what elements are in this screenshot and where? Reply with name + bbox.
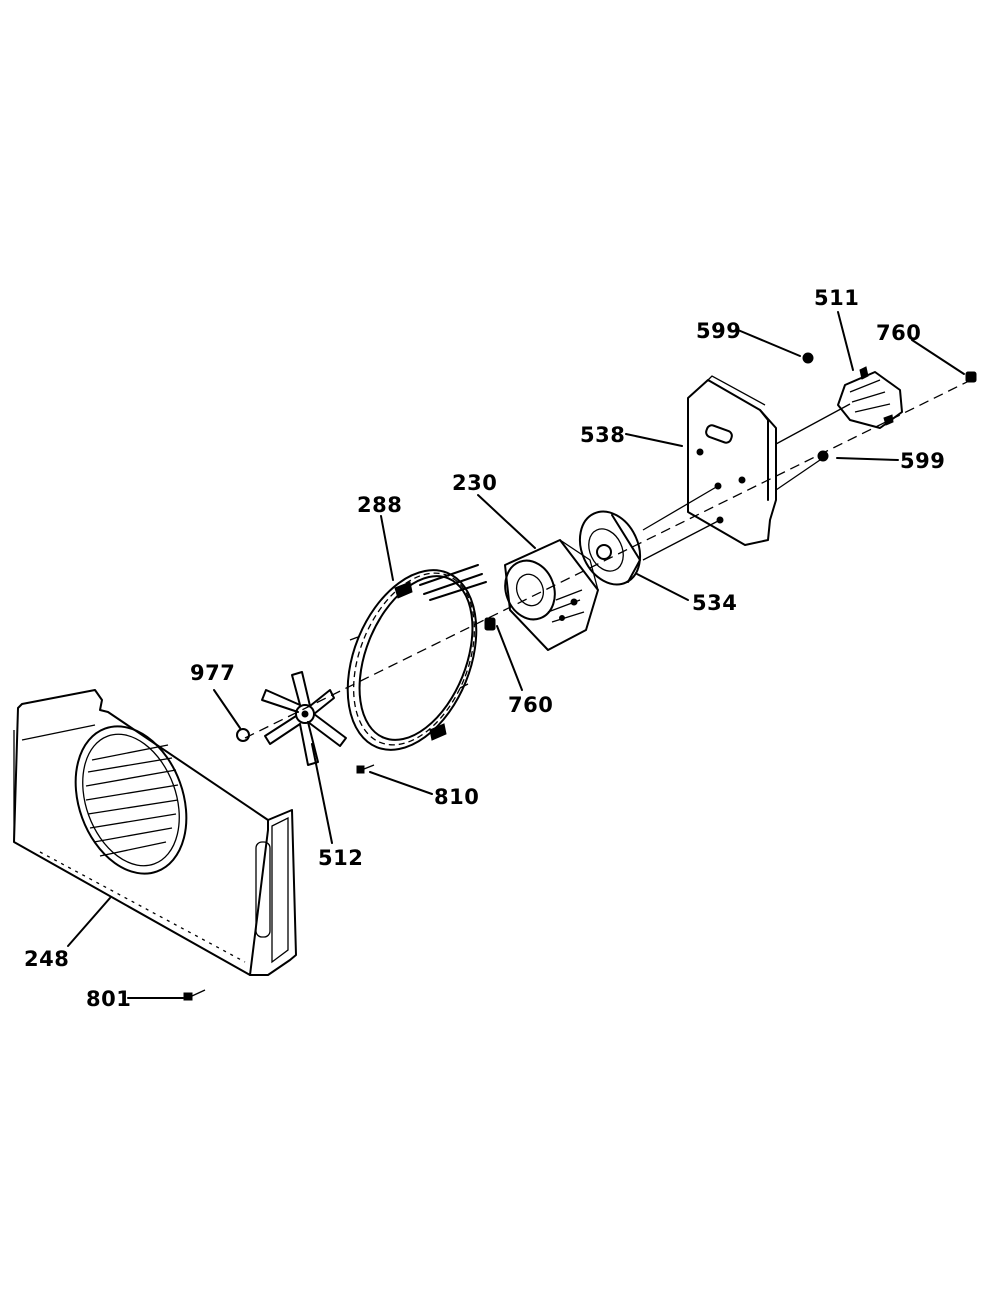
callout-534: 534 bbox=[692, 591, 737, 615]
part-801-screw[interactable] bbox=[183, 989, 206, 1001]
callout-599-upper: 599 bbox=[696, 319, 741, 343]
leader-lines bbox=[67, 311, 965, 999]
callout-538: 538 bbox=[580, 423, 625, 447]
assembly-axis bbox=[244, 377, 976, 739]
callout-810: 810 bbox=[434, 785, 479, 809]
part-599-screw-upper[interactable] bbox=[802, 352, 814, 364]
part-511-component[interactable] bbox=[837, 366, 903, 429]
callout-801: 801 bbox=[86, 987, 131, 1011]
part-534-mounting-plate[interactable] bbox=[569, 502, 652, 595]
callout-230: 230 bbox=[452, 471, 497, 495]
callout-512: 512 bbox=[318, 846, 363, 870]
callout-760-upper: 760 bbox=[876, 321, 921, 345]
part-288-heating-element[interactable] bbox=[323, 551, 501, 769]
part-760-nut-upper[interactable] bbox=[965, 371, 977, 383]
callout-511: 511 bbox=[814, 286, 859, 310]
part-538-bracket[interactable] bbox=[642, 375, 851, 561]
callout-599-lower: 599 bbox=[900, 449, 945, 473]
part-230-motor[interactable] bbox=[497, 539, 599, 651]
part-248-blower-cover[interactable] bbox=[13, 689, 297, 976]
callout-288: 288 bbox=[357, 493, 402, 517]
callout-977: 977 bbox=[190, 661, 235, 685]
part-977-nut[interactable] bbox=[236, 728, 250, 742]
callout-248: 248 bbox=[24, 947, 69, 971]
callout-760-lower: 760 bbox=[508, 693, 553, 717]
part-512-fan-blade[interactable] bbox=[261, 671, 347, 766]
part-599-screw-lower[interactable] bbox=[817, 450, 829, 462]
part-810-screw[interactable] bbox=[356, 764, 375, 774]
part-760-nut-lower[interactable] bbox=[484, 617, 496, 631]
